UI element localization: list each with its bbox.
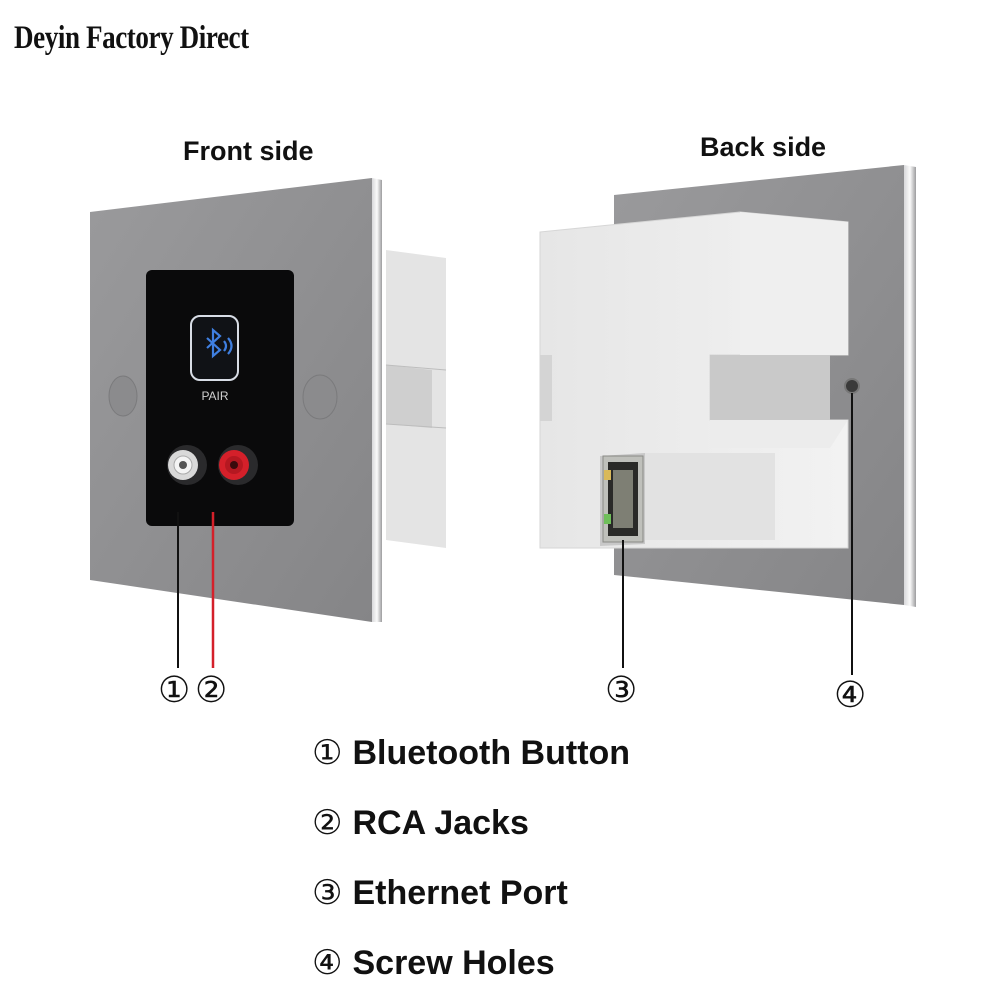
callout-number-1: ① [158,669,191,710]
back-unit [539,165,916,675]
legend-symbol: ③ [312,874,343,912]
legend-label: Screw Holes [352,944,555,982]
legend-symbol: ② [312,804,343,842]
legend-symbol: ① [312,734,343,772]
brand-title: Deyin Factory Direct [14,20,249,56]
legend-label: RCA Jacks [352,804,529,842]
screw-hole [844,378,860,394]
bluetooth-icon [206,327,233,359]
rca-jack-white[interactable] [167,445,207,485]
callout-number-3: ③ [605,669,638,710]
screw-cover-right [302,374,338,420]
front-side-title: Front side [183,136,314,166]
callout-number-2: ② [195,669,228,710]
legend-label: Ethernet Port [352,874,568,912]
rca-jack-red[interactable] [218,445,258,485]
bluetooth-button[interactable] [190,315,239,381]
legend-label: Bluetooth Button [352,734,631,772]
back-side-title: Back side [700,132,827,162]
callout-number-4: ④ [834,674,867,715]
ethernet-port[interactable] [602,455,644,543]
pair-label: PAIR [201,389,228,403]
legend-symbol: ④ [312,944,343,982]
screw-cover-left [108,375,138,417]
front-unit: PAIR [90,178,447,668]
